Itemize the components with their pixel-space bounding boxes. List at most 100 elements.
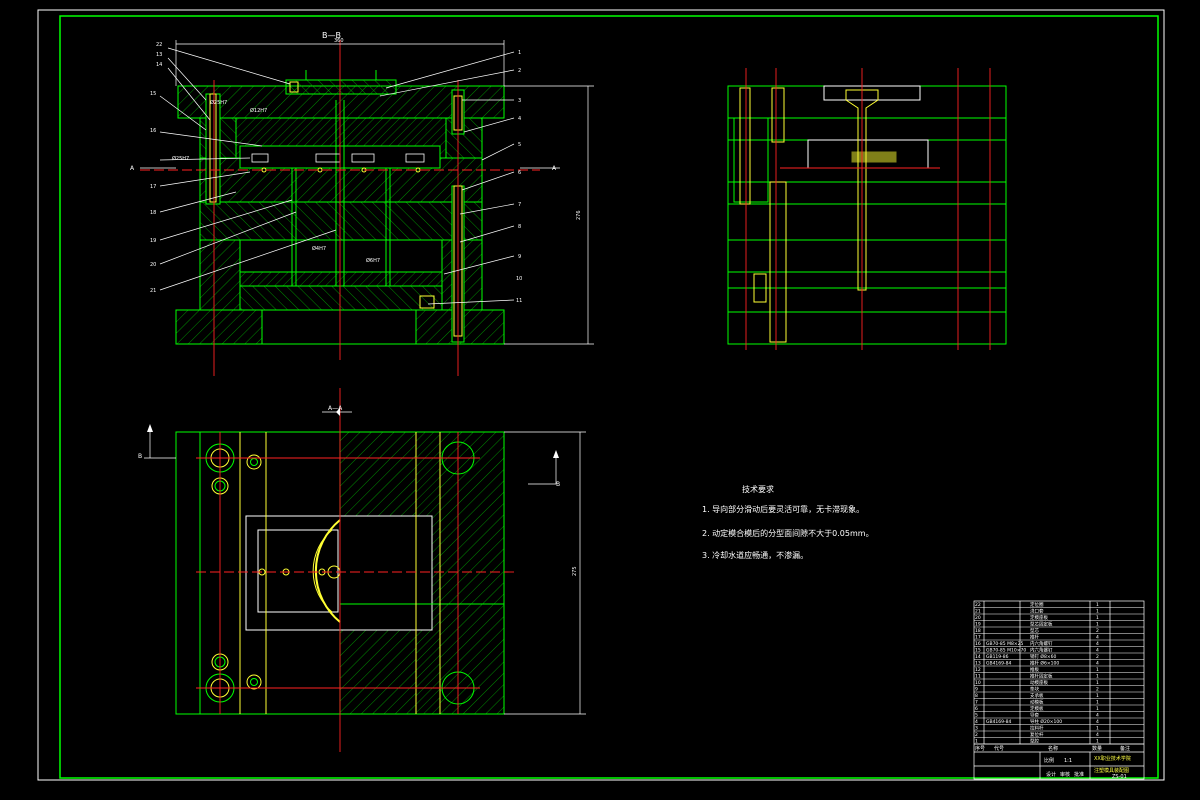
title-block-cell-qty: 2 — [1096, 628, 1099, 634]
title-block-cell-name: 动模板 — [1030, 699, 1044, 706]
callout-9: 9 — [518, 254, 521, 260]
title-block-frame — [973, 600, 1145, 780]
callout-20: 20 — [150, 262, 156, 268]
callout-14: 14 — [156, 62, 162, 68]
title-block-cell-no: 17 — [975, 635, 981, 641]
tol-note-4: Ø4H7 — [312, 245, 326, 252]
callout-18: 18 — [150, 210, 156, 216]
section-bb-centerlines — [140, 40, 540, 376]
title-block-cell-no: 20 — [975, 615, 981, 621]
title-block-cell-name: 定位圈 — [1030, 601, 1044, 608]
title-block-cell-no: 11 — [975, 674, 981, 680]
dim-top-width: 360 — [334, 38, 344, 44]
tol-note-1: Ø25H7 — [210, 99, 227, 106]
title-block-cell-no: 6 — [975, 706, 978, 712]
title-block-cell-qty: 1 — [1096, 602, 1099, 608]
title-block-cell-qty: 1 — [1096, 706, 1099, 712]
section-bb-view — [175, 70, 505, 345]
title-block-cell-name: 定模座板 — [1030, 614, 1048, 621]
title-block-cell-qty: 2 — [1096, 654, 1099, 660]
title-block-cell-qty: 1 — [1096, 615, 1099, 621]
title-block-cell-code: GB4169-84 — [986, 719, 1012, 725]
section-bb-dims — [140, 40, 594, 345]
leader-pin-left — [205, 93, 221, 205]
title-block-cell-qty: 1 — [1096, 700, 1099, 706]
tech-req-item-3: 3. 冷却水道应畅通，不渗漏。 — [702, 550, 808, 560]
section-bb-label: B—B — [322, 31, 341, 40]
title-block-cell-name: 定模板 — [1030, 705, 1044, 712]
callout-5: 5 — [518, 142, 521, 148]
side-view-centerlines — [745, 68, 991, 350]
title-block-cell-name: 型芯固定板 — [1030, 621, 1053, 628]
inner-frame — [59, 15, 1159, 779]
section-a-right: A — [552, 165, 557, 172]
title-block-cell-qty: 4 — [1096, 661, 1099, 667]
title-block-cell-name: 支承板 — [1030, 692, 1044, 699]
tb-header-name: 名称 — [1048, 745, 1058, 752]
tb-design: 设计 — [1046, 771, 1056, 778]
tb-header-qty: 数量 — [1092, 745, 1102, 752]
title-block-cell-qty: 4 — [1096, 641, 1099, 647]
spacer-left — [199, 239, 241, 311]
title-block-cell-no: 18 — [975, 628, 981, 634]
callout-1: 1 — [518, 50, 521, 56]
section-aa-label: A—A — [328, 405, 343, 412]
title-block-cell-name: 导柱 Ø20×100 — [1030, 718, 1062, 725]
title-block-cell-no: 15 — [975, 648, 981, 654]
section-bb-cavity-detail — [251, 153, 425, 163]
title-block-cell-qty: 4 — [1096, 635, 1099, 641]
title-block-cell-qty: 4 — [1096, 713, 1099, 719]
tb-header-no: 序号 — [975, 745, 985, 752]
sprue-bushing — [285, 79, 397, 95]
outer-frame — [37, 9, 1165, 781]
tech-req-item-2: 2. 动定模合模后的分型面间隙不大于0.05mm。 — [702, 528, 874, 538]
section-b-left: B — [138, 453, 142, 460]
title-block-cell-name: 垫块 — [1030, 686, 1039, 693]
side-view — [727, 85, 1007, 345]
title-block-cell-no: 19 — [975, 622, 981, 628]
title-block-cell-qty: 2 — [1096, 687, 1099, 693]
title-block-cell-name: 拉料杆 — [1030, 725, 1044, 732]
title-block-cell-name: 推杆固定板 — [1030, 673, 1053, 680]
title-block-cell-no: 12 — [975, 667, 981, 673]
title-block-cell-no: 8 — [975, 693, 978, 699]
title-block-cell-no: 7 — [975, 700, 978, 706]
callout-3: 3 — [518, 98, 521, 104]
callout-15: 15 — [150, 91, 156, 97]
title-block-cell-no: 3 — [975, 726, 978, 732]
title-block-cell-name: 内六角螺钉 — [1030, 647, 1053, 654]
support-plate — [199, 201, 483, 241]
callout-6: 6 — [518, 170, 521, 176]
tech-req-item-1: 1. 导向部分滑动后要灵活可靠，无卡滞现象。 — [702, 504, 864, 514]
callout-17: 17 — [150, 184, 156, 190]
title-block-cell-name: 浇口套 — [1030, 608, 1044, 615]
dim-right-height: 276 — [576, 210, 582, 220]
title-block-cell-name: 推板 — [1030, 666, 1039, 673]
title-block-cell-no: 5 — [975, 713, 978, 719]
title-block-cell-code: GB70-85 M10×70 — [986, 648, 1026, 654]
tb-check: 审核 — [1060, 771, 1070, 778]
tb-header-code: 代号 — [994, 745, 1004, 752]
tol-note-2: Ø12H7 — [250, 107, 267, 114]
section-arrows — [147, 408, 559, 458]
title-block-cell-qty: 4 — [1096, 732, 1099, 738]
callout-11: 11 — [516, 298, 522, 304]
part-callouts: 22 13 14 15 16 17 18 19 20 21 1 2 3 4 5 … — [150, 42, 522, 304]
callout-2: 2 — [518, 68, 521, 74]
tb-approve: 批准 — [1074, 771, 1084, 778]
title-block-cell-name: 型腔 — [1030, 738, 1039, 745]
title-block-cell-name: 动模座板 — [1030, 679, 1048, 686]
plan-view-dims — [144, 411, 586, 715]
callout-8: 8 — [518, 224, 521, 230]
tb-school: XX职业技术学院 — [1094, 755, 1131, 762]
title-block-cell-name: 推杆 Ø6×100 — [1030, 660, 1059, 667]
title-block-cell-no: 1 — [975, 739, 978, 745]
title-block-cell-qty: 1 — [1096, 680, 1099, 686]
title-block-cell-code: GB4169-84 — [986, 661, 1012, 667]
ejector-base — [239, 285, 443, 311]
callout-19: 19 — [150, 238, 156, 244]
title-block-cell-name: 导套 — [1030, 712, 1039, 719]
title-block-cell-name: 推杆 — [1030, 634, 1039, 641]
side-view-parts — [739, 87, 897, 343]
